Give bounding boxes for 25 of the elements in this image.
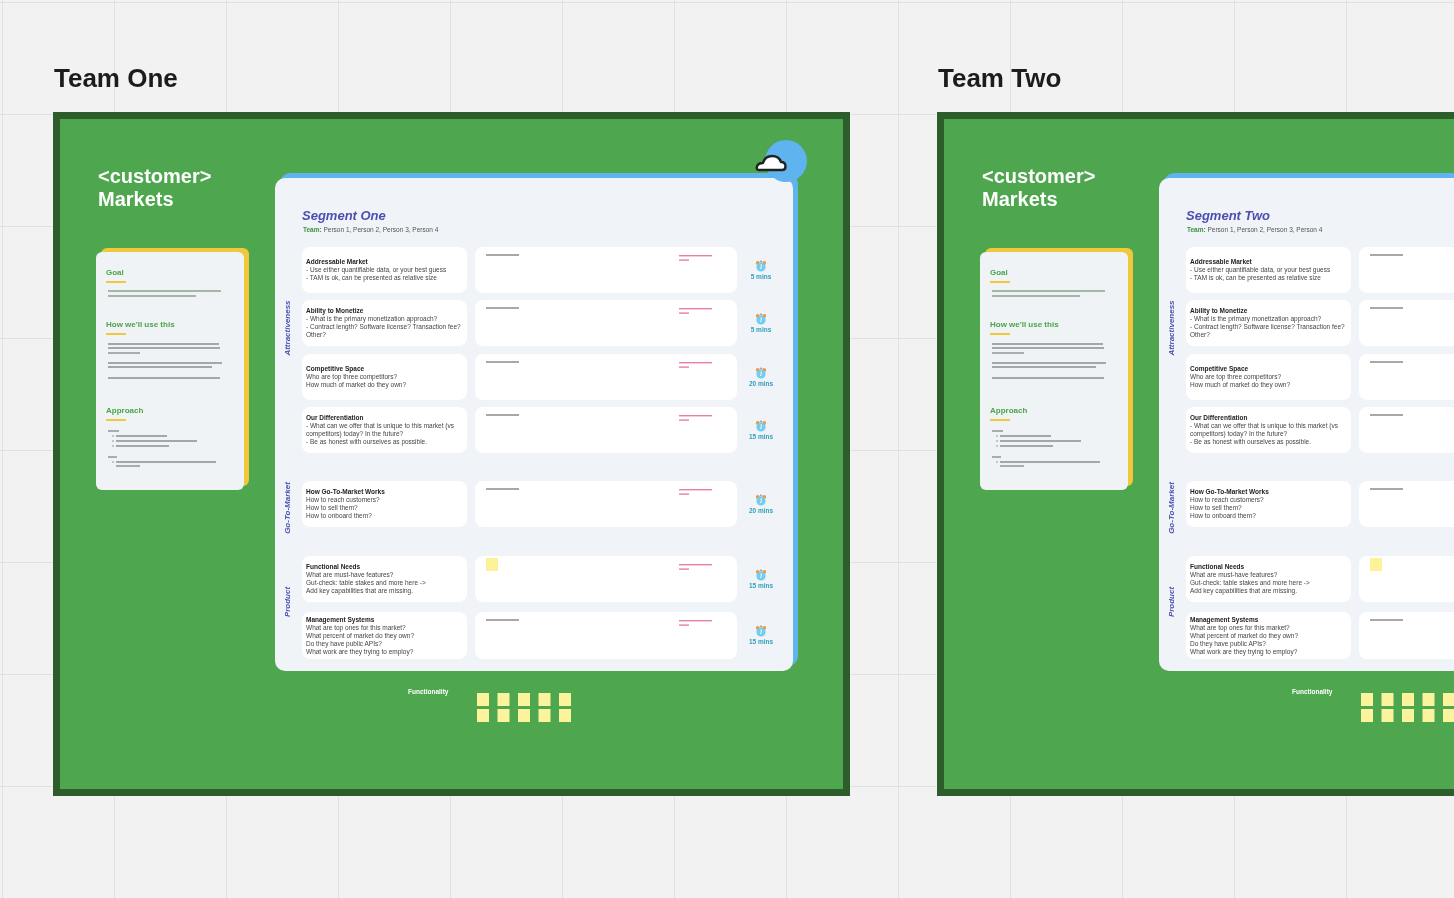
section-label: Attractiveness <box>1167 300 1177 356</box>
section-label: Product <box>1167 586 1177 618</box>
answer-box <box>475 354 737 400</box>
answer-box <box>475 247 737 293</box>
answer-box <box>475 300 737 346</box>
answer-box <box>475 612 737 659</box>
board-heading: <customer> Markets <box>98 165 213 211</box>
answer-box <box>475 407 737 453</box>
card-heading: Approach <box>106 406 144 416</box>
card-heading: Approach <box>990 406 1028 416</box>
card-heading: Goal <box>990 268 1008 278</box>
answer-box <box>475 556 737 602</box>
board-heading: <customer> Markets <box>982 165 1097 211</box>
card-heading: How we'll use this <box>106 320 175 330</box>
section-label: Attractiveness <box>283 300 293 356</box>
answer-box <box>475 481 737 527</box>
section-label: Go-To-Market <box>1167 482 1177 534</box>
segment-title: Segment One <box>302 208 386 224</box>
frame-title: Team One <box>54 63 178 93</box>
card-heading: Goal <box>106 268 124 278</box>
card-heading: How we'll use this <box>990 320 1059 330</box>
section-label: Go-To-Market <box>283 482 293 534</box>
section-label: Product <box>283 586 293 618</box>
segment-title: Segment Two <box>1186 208 1271 224</box>
frame-title: Team Two <box>938 63 1062 93</box>
